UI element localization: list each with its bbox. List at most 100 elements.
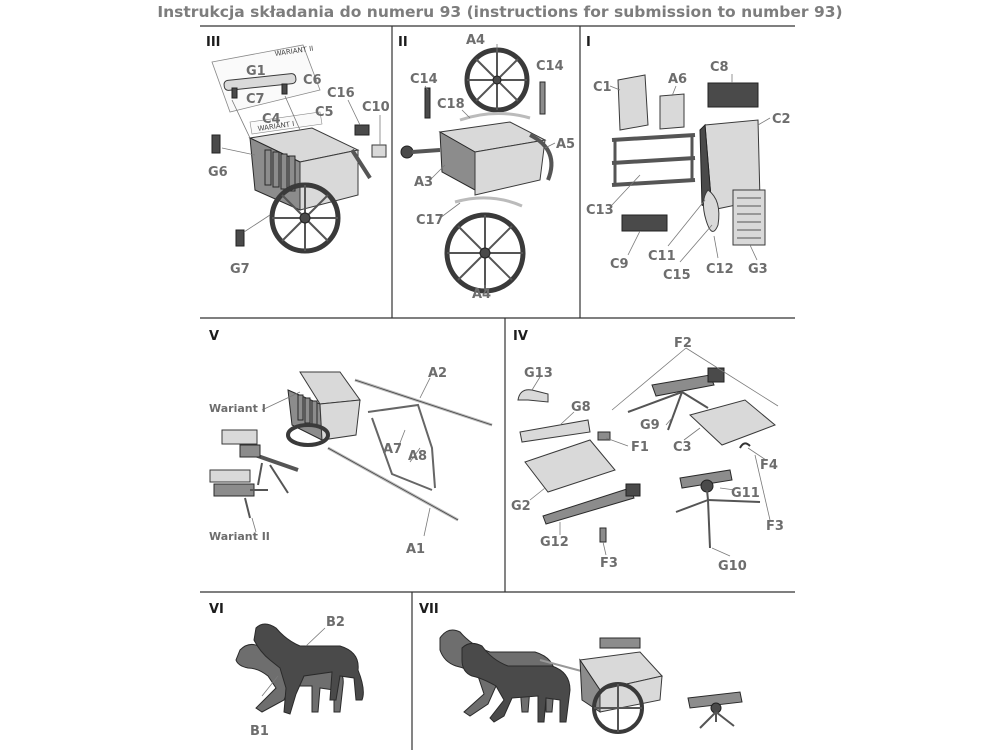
label-a5: A5 — [556, 137, 575, 152]
part-c17 — [454, 196, 523, 208]
page-title: Instrukcja składania do numeru 93 (instr… — [157, 3, 843, 21]
part-a6 — [659, 93, 685, 130]
horse-b2 — [253, 623, 364, 715]
label-c6: C6 — [303, 73, 322, 88]
label-g11: G11 — [731, 486, 760, 501]
part-c1 — [617, 74, 649, 131]
label-g12: G12 — [540, 535, 569, 550]
cart-v-wheel — [286, 423, 330, 447]
label-c14-left: C14 — [410, 72, 438, 87]
label-a1: A1 — [406, 542, 425, 557]
wheel-hub — [299, 212, 311, 224]
part-f1 — [597, 431, 611, 441]
section-vi-heading: VI — [209, 602, 224, 617]
label-g8: G8 — [571, 400, 591, 415]
part-c7-v2 — [231, 87, 238, 99]
ammo-boxes — [264, 149, 296, 192]
label-f3-bottom: F3 — [600, 556, 618, 571]
part-g13 — [517, 389, 549, 403]
part-c10 — [371, 144, 387, 158]
vii-gun — [599, 637, 641, 649]
label-g9: G9 — [640, 418, 660, 433]
label-c17: C17 — [416, 213, 444, 228]
section-v-heading: V — [209, 329, 219, 344]
part-g3 — [732, 189, 766, 246]
label-b1: B1 — [250, 724, 269, 739]
mg-top — [627, 367, 725, 431]
part-g2 — [524, 439, 616, 493]
panel-iii: WARIANT II WARIANT I — [208, 44, 390, 277]
part-c8 — [707, 82, 759, 108]
g3-slots — [737, 197, 761, 239]
label-c5: C5 — [315, 105, 334, 120]
label-g10: G10 — [718, 559, 747, 574]
label-c13: C13 — [586, 203, 614, 218]
label-g1: G1 — [246, 64, 266, 79]
variant-1-box — [249, 111, 323, 135]
part-a7 — [367, 403, 436, 489]
part-shaft — [350, 148, 372, 180]
part-a3 — [400, 145, 414, 159]
label-g7: G7 — [230, 262, 250, 277]
horse-team-front — [461, 642, 571, 723]
part-c16 — [354, 124, 370, 136]
label-c10: C10 — [362, 100, 390, 115]
panel-i: C1 A6 C8 C2 C13 C9 C11 C15 C12 G3 — [586, 60, 791, 283]
label-f1: F1 — [631, 440, 649, 455]
vii-mg-tripod — [687, 691, 743, 729]
cart-body-front — [299, 149, 359, 211]
label-a4-top: A4 — [466, 33, 485, 48]
label-g13: G13 — [524, 366, 553, 381]
vii-wheel-spokes — [594, 684, 642, 732]
part-c2-side — [699, 123, 713, 211]
label-g3: G3 — [748, 262, 768, 277]
part-a5 — [529, 133, 554, 181]
part-f3-bottom — [599, 527, 607, 543]
part-a8 — [371, 417, 433, 491]
variant-1-gun — [221, 429, 299, 494]
part-g6 — [211, 134, 221, 154]
part-c6-v2 — [281, 83, 288, 95]
label-a8: A8 — [408, 449, 427, 464]
label-a2: A2 — [428, 366, 447, 381]
cart-bed-front — [474, 139, 546, 196]
part-c14-left — [424, 87, 431, 119]
label-c15: C15 — [663, 268, 691, 283]
label-b2: B2 — [326, 615, 345, 630]
label-g6: G6 — [208, 165, 228, 180]
label-f2: F2 — [674, 336, 692, 351]
label-c11: C11 — [648, 249, 676, 264]
part-c9 — [621, 214, 668, 232]
label-g2: G2 — [511, 499, 531, 514]
section-iii-heading: III — [206, 35, 221, 50]
part-c3 — [689, 399, 776, 446]
label-variant-2: Wariant II — [209, 530, 270, 543]
panel-ii: A4 C14 C14 C18 A5 A3 C17 A4 — [400, 33, 575, 302]
label-c8: C8 — [710, 60, 729, 75]
panel-v: Wariant I Wariant II A2 A7 A8 A1 — [209, 366, 493, 557]
label-c18: C18 — [437, 97, 465, 112]
part-g12 — [542, 487, 635, 525]
vii-cart-front — [599, 675, 663, 713]
label-a6: A6 — [668, 72, 687, 87]
label-c3: C3 — [673, 440, 692, 455]
part-g8 — [519, 419, 591, 443]
label-c7: C7 — [246, 92, 265, 107]
mg-tripod — [675, 469, 761, 549]
label-a7: A7 — [383, 442, 402, 457]
label-c14-right: C14 — [536, 59, 564, 74]
part-g7 — [235, 229, 245, 247]
label-variant-1: Wariant I — [209, 402, 266, 415]
label-f4: F4 — [760, 458, 778, 473]
part-c13 — [611, 133, 696, 187]
label-a4-bottom: A4 — [472, 287, 491, 302]
label-c2: C2 — [772, 112, 791, 127]
panel-iv: F2 G13 G8 G9 C3 F1 F4 G11 G2 F3 G12 F3 G… — [511, 336, 784, 574]
part-f4 — [739, 442, 751, 449]
part-c14-right — [539, 81, 546, 115]
label-f3-right: F3 — [766, 519, 784, 534]
section-iv-heading: IV — [513, 329, 528, 344]
variant-2-gun — [209, 469, 268, 519]
label-c9: C9 — [610, 257, 629, 272]
